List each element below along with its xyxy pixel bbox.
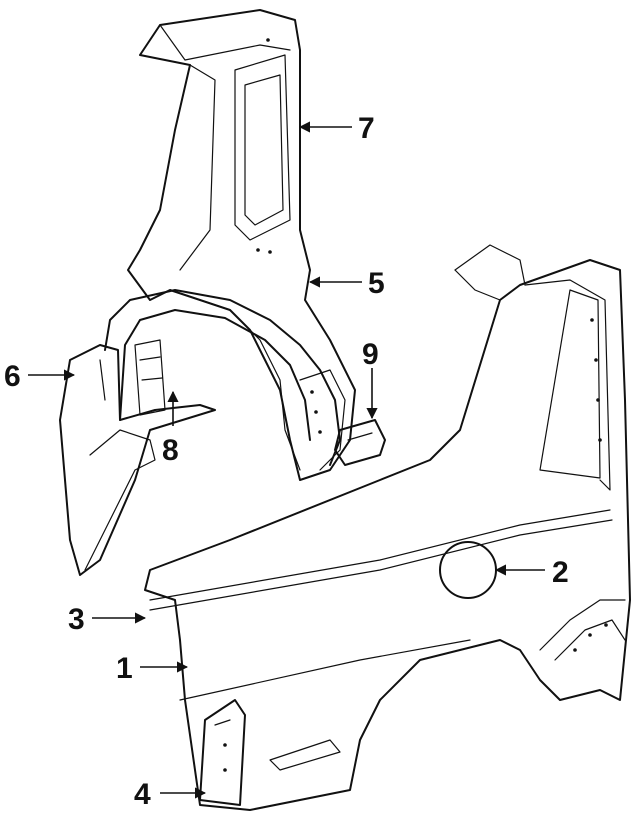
callout-2: 2 bbox=[552, 556, 569, 589]
callout-7: 7 bbox=[358, 112, 375, 145]
callout-4: 4 bbox=[134, 778, 151, 811]
wheelhouse-arch bbox=[104, 289, 341, 466]
leaders bbox=[28, 121, 545, 799]
callout-1: 1 bbox=[116, 652, 133, 685]
callout-3: 3 bbox=[68, 603, 85, 636]
lower-extension bbox=[199, 699, 246, 806]
outer-quarter-panel bbox=[144, 244, 631, 811]
panel-holes-right bbox=[573, 318, 608, 652]
callout-6: 6 bbox=[4, 360, 21, 393]
callout-9: 9 bbox=[362, 338, 379, 371]
bracket bbox=[334, 419, 386, 466]
callouts: 7 5 6 8 9 2 3 1 4 bbox=[4, 112, 569, 811]
splash-shield bbox=[59, 344, 216, 576]
panel-holes bbox=[256, 38, 322, 434]
callout-8: 8 bbox=[162, 434, 179, 467]
inner-quarter-panel bbox=[127, 9, 356, 481]
callout-5: 5 bbox=[368, 267, 385, 300]
fuel-door bbox=[439, 541, 497, 599]
